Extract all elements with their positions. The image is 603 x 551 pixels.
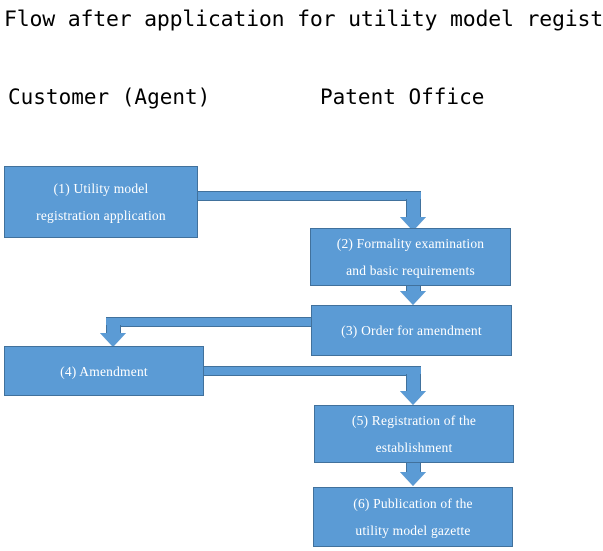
node-publication-of-gazette[interactable]: (6) Publication of the utility model gaz…: [313, 487, 513, 547]
edge-n3-n4-arrowhead: [100, 333, 126, 347]
node-utility-model-registration-application[interactable]: (1) Utility model registration applicati…: [4, 166, 198, 238]
node1-line2: registration application: [5, 202, 197, 229]
lane-label-customer: Customer (Agent): [8, 84, 210, 110]
lane-label-patent-office: Patent Office: [320, 84, 484, 110]
edge-n5-n6-arrowhead: [400, 472, 426, 486]
node4-line1: (4) Amendment: [5, 358, 203, 385]
edge-n4-n5-vertical: [406, 374, 421, 392]
node-formality-examination[interactable]: (2) Formality examination and basic requ…: [310, 228, 511, 286]
node5-line1: (5) Registration of the: [315, 407, 513, 434]
node3-line1: (3) Order for amendment: [312, 317, 511, 344]
node2-line1: (2) Formality examination: [311, 230, 510, 257]
page-title: Flow after application for utility model…: [4, 6, 602, 34]
node-order-for-amendment[interactable]: (3) Order for amendment: [311, 305, 512, 356]
node-amendment[interactable]: (4) Amendment: [4, 346, 204, 396]
edge-n1-n2-vertical: [406, 199, 421, 219]
edge-n3-n4-horizontal: [106, 317, 312, 327]
node-registration-of-establishment[interactable]: (5) Registration of the establishment: [314, 405, 514, 463]
edge-n4-n5-horizontal: [203, 366, 421, 376]
node5-line2: establishment: [315, 434, 513, 461]
node6-line1: (6) Publication of the: [314, 490, 512, 517]
node2-line2: and basic requirements: [311, 257, 510, 284]
node6-line2: utility model gazette: [314, 517, 512, 544]
edge-n4-n5-arrowhead: [400, 391, 426, 405]
node1-line1: (1) Utility model: [5, 175, 197, 202]
edge-n1-n2-horizontal: [197, 191, 421, 201]
edge-n2-n3-arrowhead: [400, 291, 426, 305]
